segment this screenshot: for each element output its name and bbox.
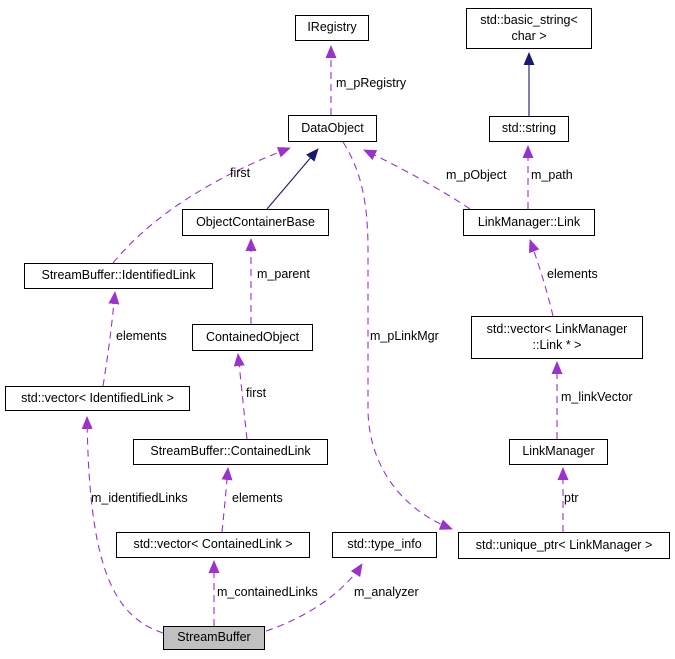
node-linkmanager-link[interactable]: LinkManager::Link bbox=[463, 209, 595, 236]
node-basic-string-line1: std::basic_string< bbox=[480, 12, 578, 27]
node-streambuffer-identifiedlink-label: StreamBuffer::IdentifiedLink bbox=[41, 268, 196, 283]
node-linkmanager-link-label: LinkManager::Link bbox=[477, 214, 581, 229]
node-iregistry[interactable]: IRegistry bbox=[295, 15, 369, 41]
node-vector-identifiedlink[interactable]: std::vector< IdentifiedLink > bbox=[5, 386, 190, 411]
node-basic-string-line2: char > bbox=[511, 28, 547, 43]
edge-label-m-plinkmgr: m_pLinkMgr bbox=[370, 329, 439, 343]
node-streambuffer[interactable]: StreamBuffer bbox=[163, 626, 265, 650]
edge-label-m-parent: m_parent bbox=[257, 267, 310, 281]
node-type-info-label: std::type_info bbox=[347, 537, 422, 552]
node-vector-linkptr[interactable]: std::vector< LinkManager ::Link * > bbox=[471, 316, 643, 359]
node-vector-linkptr-line2: ::Link * > bbox=[532, 337, 582, 352]
edge-elements-contained bbox=[221, 467, 233, 533]
node-streambuffer-label: StreamBuffer bbox=[177, 630, 251, 645]
edge-label-ptr: ptr bbox=[564, 491, 579, 505]
edge-label-m-pobject: m_pObject bbox=[446, 168, 507, 182]
edge-label-elements-identified: elements bbox=[116, 329, 167, 343]
node-vector-containedlink-label: std::vector< ContainedLink > bbox=[133, 537, 293, 552]
node-objectcontainerbase-label: ObjectContainerBase bbox=[196, 214, 315, 229]
edge-label-elements-link: elements bbox=[547, 267, 598, 281]
edge-label-first-upper: first bbox=[230, 166, 251, 180]
edge-label-m-linkvector: m_linkVector bbox=[561, 390, 633, 404]
node-streambuffer-containedlink[interactable]: StreamBuffer::ContainedLink bbox=[133, 439, 328, 465]
edge-label-m-pregistry: m_pRegistry bbox=[336, 76, 407, 90]
edge-first-upper bbox=[112, 147, 291, 264]
node-dataobject[interactable]: DataObject bbox=[288, 115, 377, 142]
node-std-string[interactable]: std::string bbox=[489, 116, 569, 142]
node-linkmanager-label: LinkManager bbox=[522, 444, 595, 459]
edge-label-m-analyzer: m_analyzer bbox=[354, 585, 419, 599]
node-std-string-label: std::string bbox=[501, 121, 557, 136]
node-basic-string[interactable]: std::basic_string< char > bbox=[466, 8, 592, 49]
edge-ocb-inherits-dataobject bbox=[266, 148, 319, 210]
node-vector-linkptr-line1: std::vector< LinkManager bbox=[486, 321, 628, 336]
edge-label-elements-contained: elements bbox=[232, 491, 283, 505]
edge-label-m-containedlinks: m_containedLinks bbox=[217, 585, 318, 599]
node-iregistry-label: IRegistry bbox=[307, 20, 357, 35]
edge-label-m-path: m_path bbox=[531, 168, 573, 182]
node-linkmanager[interactable]: LinkManager bbox=[509, 439, 608, 465]
node-vector-containedlink[interactable]: std::vector< ContainedLink > bbox=[116, 532, 310, 558]
node-unique-ptr[interactable]: std::unique_ptr< LinkManager > bbox=[458, 532, 670, 559]
node-dataobject-label: DataObject bbox=[301, 120, 364, 135]
node-streambuffer-containedlink-label: StreamBuffer::ContainedLink bbox=[150, 444, 311, 459]
node-containedobject[interactable]: ContainedObject bbox=[192, 324, 313, 351]
node-vector-identifiedlink-label: std::vector< IdentifiedLink > bbox=[21, 390, 174, 405]
node-streambuffer-identifiedlink[interactable]: StreamBuffer::IdentifiedLink bbox=[24, 263, 213, 289]
edge-elements-identified bbox=[102, 291, 120, 387]
node-objectcontainerbase[interactable]: ObjectContainerBase bbox=[182, 209, 329, 236]
edge-label-m-identifiedlinks: m_identifiedLinks bbox=[91, 491, 188, 505]
edge-label-first-lower: first bbox=[246, 386, 267, 400]
node-unique-ptr-label: std::unique_ptr< LinkManager > bbox=[475, 537, 653, 552]
node-type-info[interactable]: std::type_info bbox=[332, 532, 437, 558]
node-containedobject-label: ContainedObject bbox=[205, 329, 300, 344]
